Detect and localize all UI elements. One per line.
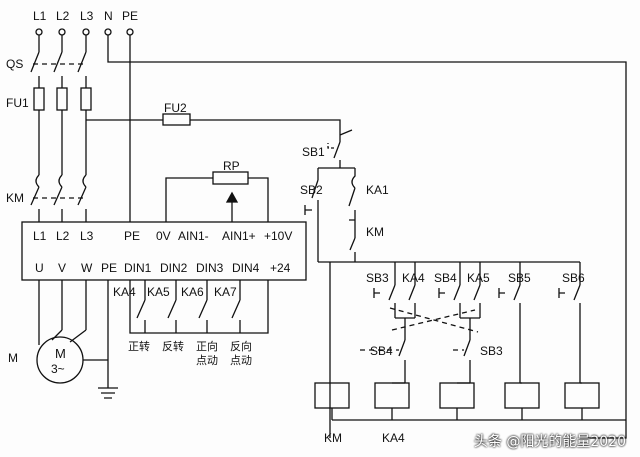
coil-label-ka4: KA4: [382, 431, 405, 445]
inv-top-ain1-plus: AIN1+: [222, 229, 256, 243]
coil-ka7: [564, 382, 600, 409]
label-pe: PE: [122, 9, 139, 23]
coil-ka6: [504, 382, 540, 409]
label-fu1: FU1: [6, 96, 29, 110]
terminal-pe: [126, 28, 134, 36]
label-sb1: SB1: [302, 145, 325, 159]
inv-bottom-din2: DIN2: [160, 261, 188, 275]
row-contact-sb4: SB4: [434, 271, 457, 285]
inv-top-l1: L1: [33, 229, 47, 243]
fuse-fu2: [162, 113, 191, 126]
motor-symbol-phase: 3~: [51, 362, 65, 376]
terminal-l2: [58, 28, 66, 36]
label-fu2: FU2: [164, 101, 187, 115]
coil-label-km: KM: [324, 431, 342, 445]
function-forward-jog-line2: 点动: [196, 354, 218, 367]
inv-bottom-din4: DIN4: [232, 261, 260, 275]
label-rp: RP: [223, 159, 240, 173]
input-contact-ka4: KA4: [113, 285, 136, 299]
terminal-l3: [82, 28, 90, 36]
inv-bottom-din3: DIN3: [196, 261, 224, 275]
motor-symbol-m: M: [55, 346, 66, 361]
function-reverse-jog-line2: 点动: [230, 354, 252, 367]
fuse-fu1-l2: [56, 87, 68, 111]
function-forward-jog: 正向: [196, 340, 218, 353]
inv-top-pe: PE: [124, 229, 141, 243]
row-contact-sb5: SB5: [508, 271, 531, 285]
potentiometer-rp: [212, 171, 249, 185]
ground-icon: [98, 387, 118, 399]
label-km: KM: [6, 191, 24, 205]
function-reverse-jog: 反向: [230, 340, 252, 353]
inv-top-l2: L2: [56, 229, 70, 243]
row-contact-sb3: SB3: [366, 271, 389, 285]
row-contact-ka4: KA4: [402, 271, 425, 285]
coil-km: [314, 382, 350, 409]
inv-bottom-w: W: [81, 261, 93, 275]
inv-bottom-pe: PE: [101, 261, 118, 275]
inv-bottom-v: V: [58, 261, 67, 275]
inv-top-0v: 0V: [156, 229, 171, 243]
coil-ka4: [374, 382, 410, 409]
inverter-box: [21, 221, 307, 281]
inv-top-ain1-minus: AIN1-: [178, 229, 209, 243]
watermark: 头条 @阳光的能量2020: [473, 434, 626, 450]
input-contact-ka6: KA6: [181, 285, 204, 299]
function-reverse: 反转: [162, 340, 184, 353]
inv-bottom-24: +24: [270, 261, 291, 275]
row-contact-sb6: SB6: [562, 271, 585, 285]
label-l2: L2: [56, 9, 70, 23]
interlock-sb4: SB4: [370, 344, 393, 358]
input-contact-ka5: KA5: [147, 285, 170, 299]
interlock-linkage: [389, 307, 479, 333]
label-sb2: SB2: [300, 183, 323, 197]
interlock-sb3: SB3: [480, 344, 503, 358]
row-contact-ka5: KA5: [467, 271, 490, 285]
function-forward: 正转: [128, 340, 150, 353]
rp-wiper-arrow: [225, 191, 239, 203]
fuse-fu1-l1: [33, 87, 45, 111]
inv-bottom-u: U: [35, 261, 44, 275]
inv-top-l3: L3: [80, 229, 94, 243]
label-km-contact: KM: [366, 225, 384, 239]
label-ka1: KA1: [366, 183, 389, 197]
label-n: N: [104, 9, 113, 23]
label-l1: L1: [33, 9, 47, 23]
terminal-l1: [35, 28, 43, 36]
fuse-fu1-l3: [80, 87, 92, 111]
inv-top-10v: +10V: [264, 229, 293, 243]
inv-bottom-din1: DIN1: [124, 261, 152, 275]
input-contact-ka7: KA7: [214, 285, 237, 299]
label-l3: L3: [80, 9, 94, 23]
terminal-n: [104, 28, 112, 36]
label-motor-m: M: [8, 351, 18, 365]
coil-ka5: [439, 382, 475, 409]
label-qs: QS: [6, 57, 24, 71]
